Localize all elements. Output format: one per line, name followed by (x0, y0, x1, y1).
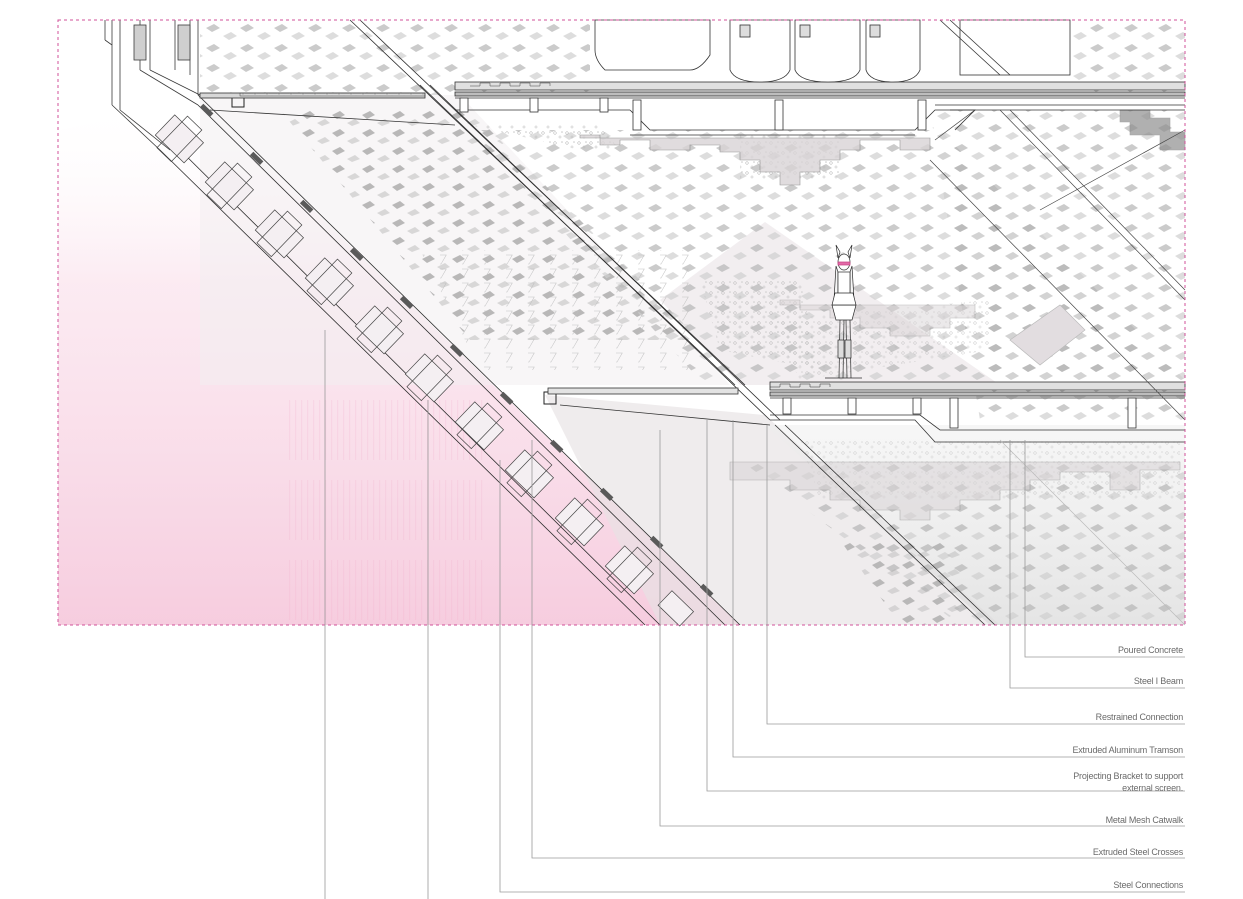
label-steel-connections: Steel Connections (1113, 880, 1183, 890)
label-extruded-steel-crosses: Extruded Steel Crosses (1092, 847, 1183, 857)
catwalk-upper (239, 82, 551, 97)
label-restrained-connection: Restrained Connection (1095, 712, 1184, 722)
upper-left-column (104, 20, 201, 151)
label-steel-i-beam: Steel I Beam (1133, 676, 1183, 686)
human-figure (825, 244, 862, 379)
right-structure (929, 109, 1186, 626)
middle-slab (547, 381, 1186, 443)
label-extruded-aluminum-tramson: Extruded Aluminum Tramson (1072, 745, 1183, 755)
label-projecting-bracket: Projecting Bracket to support (1073, 771, 1183, 781)
label-poured-concrete: Poured Concrete (1117, 645, 1183, 655)
label-metal-mesh-catwalk: Metal Mesh Catwalk (1105, 815, 1184, 825)
leader-lines (324, 330, 1185, 899)
label-projecting-bracket-2: external screen. (1122, 783, 1183, 793)
drawing-frame (57, 19, 1186, 626)
steel-crosses (154, 114, 695, 627)
stepped-slabs (579, 109, 1186, 521)
top-equipment (594, 19, 1071, 83)
